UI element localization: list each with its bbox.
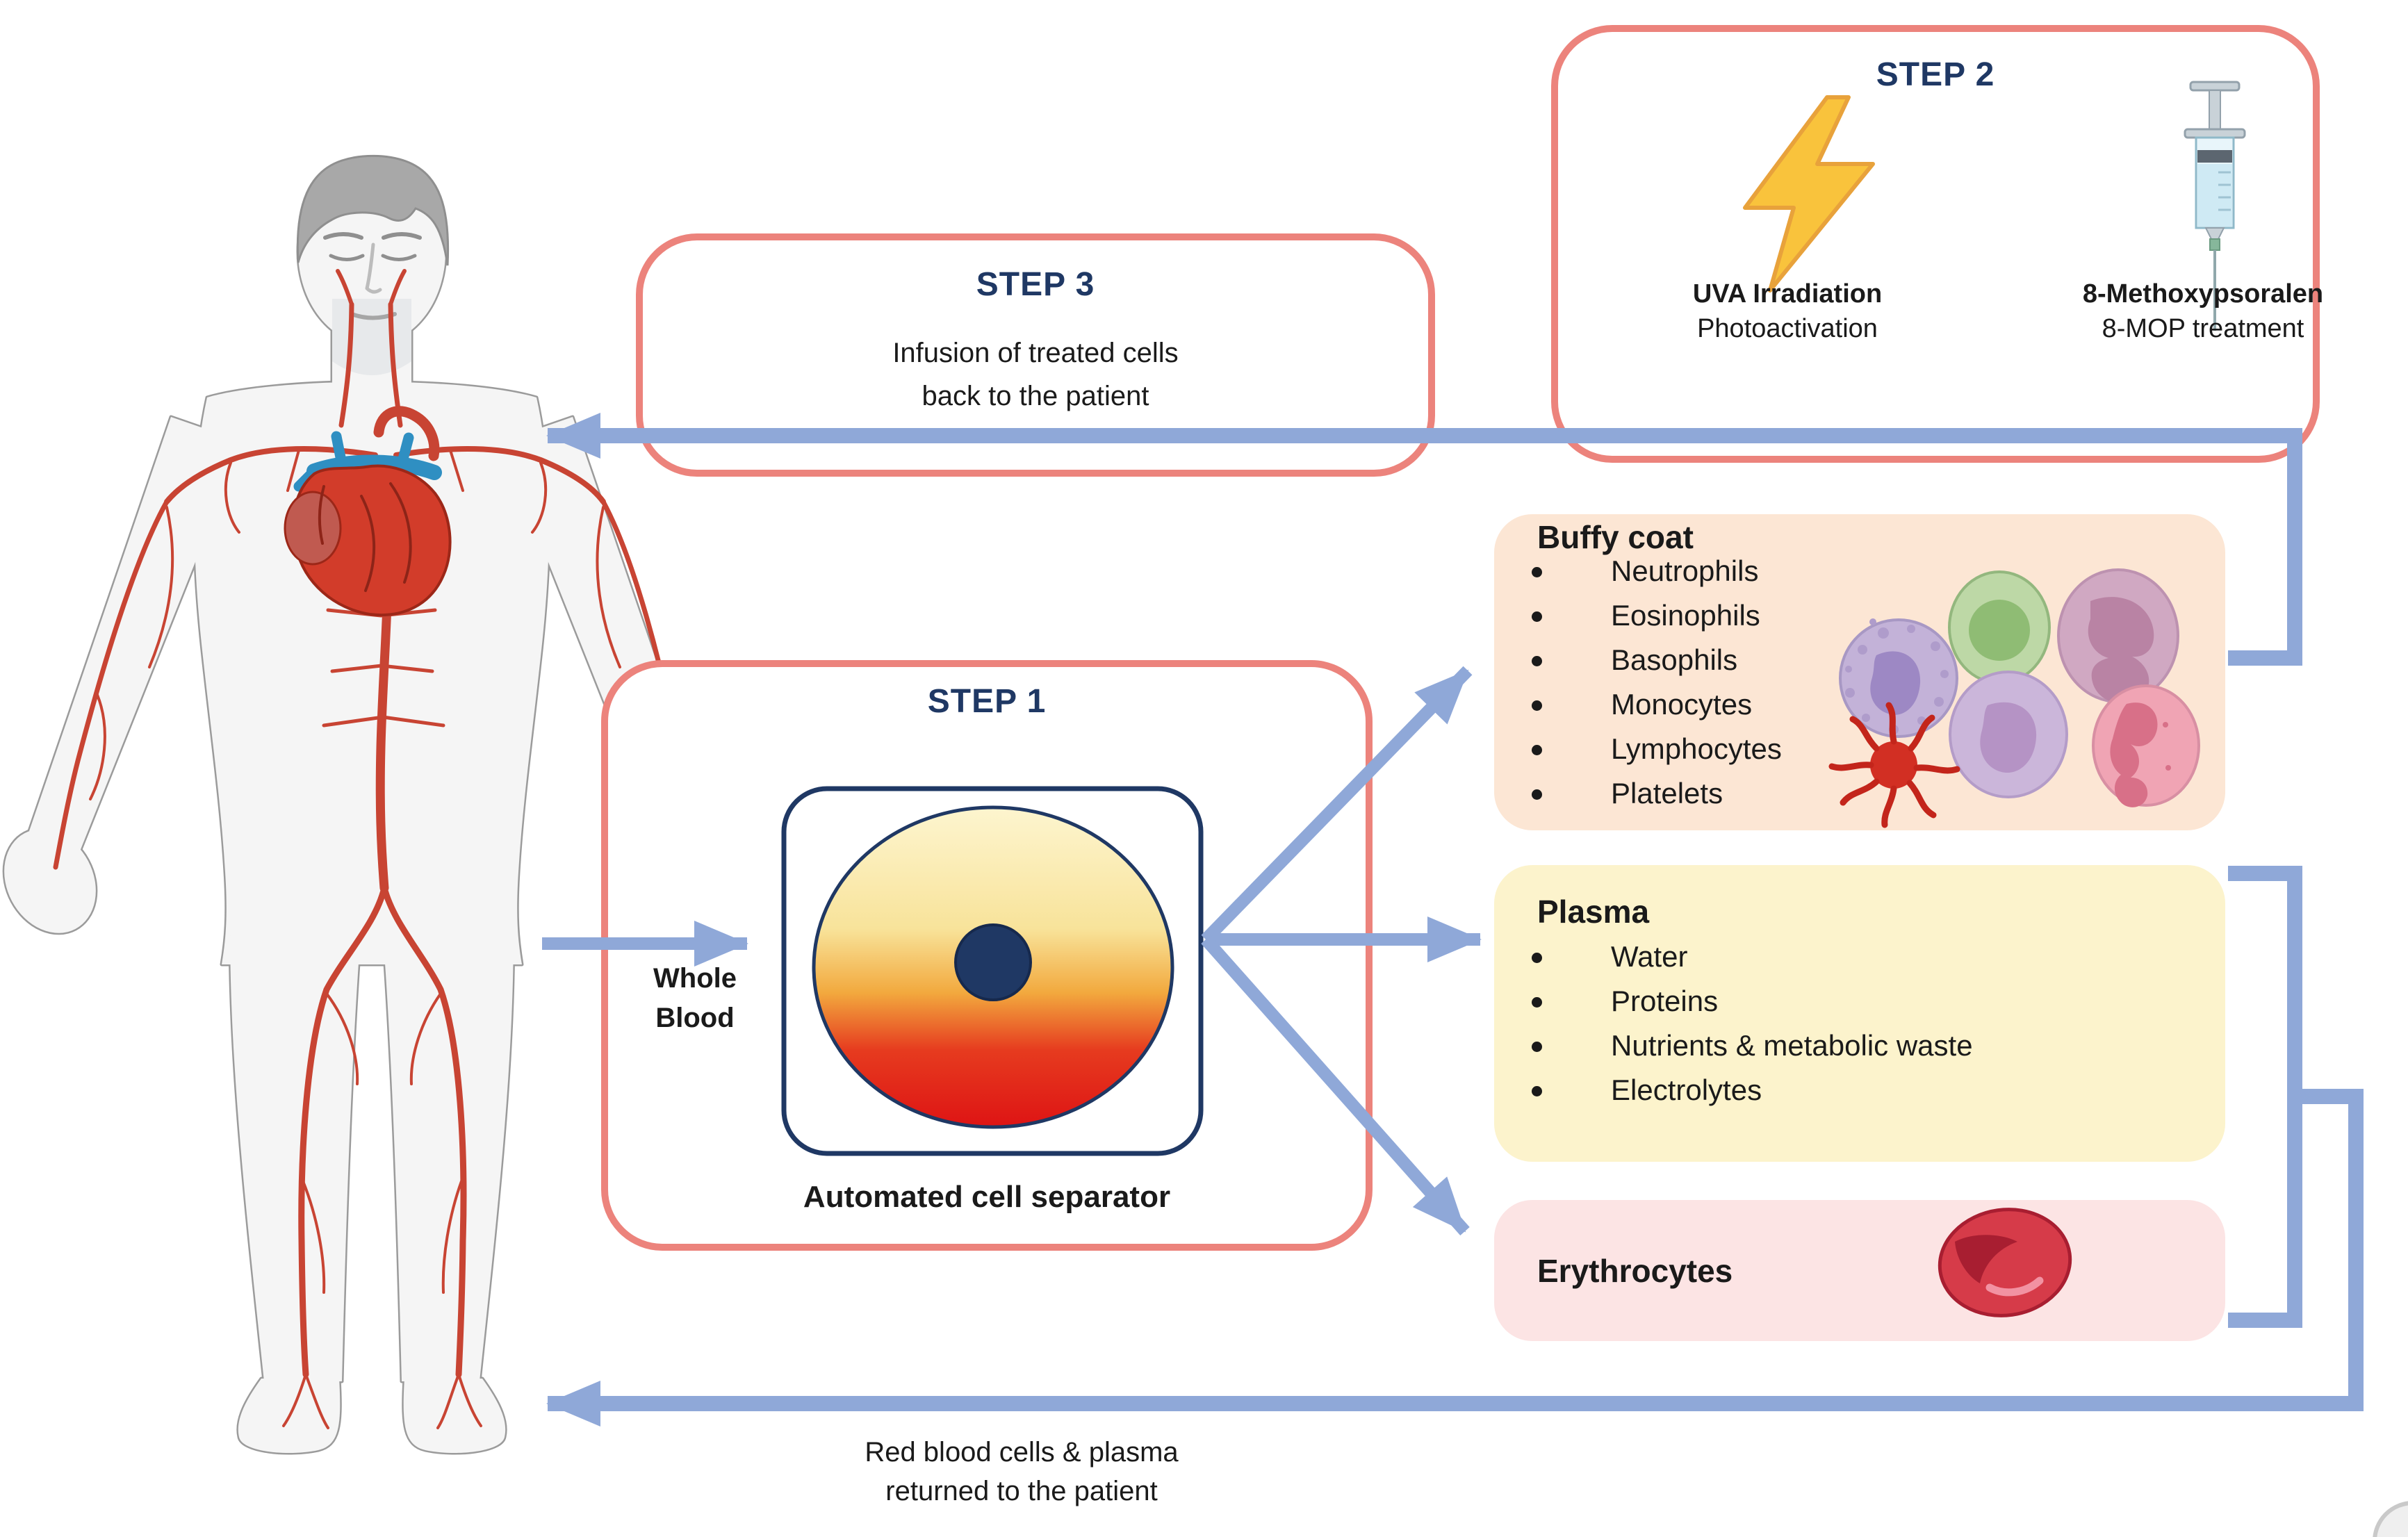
step1-title: STEP 1 — [927, 683, 1047, 720]
erythrocytes-box: Erythrocytes — [1494, 1200, 2225, 1341]
step3-description-line2: back to the patient — [922, 381, 1149, 411]
bullet-dot — [1532, 700, 1542, 711]
lymphocyte-cell — [1948, 570, 2051, 684]
list-item: Proteins — [1494, 979, 2154, 1024]
buffy-item: Lymphocytes — [1611, 732, 1782, 765]
mop-treatment-label: 8-MOP treatment — [2102, 314, 2304, 343]
step2-title: STEP 2 — [1876, 56, 1995, 93]
syringe-icon — [2184, 81, 2246, 331]
step2-box: STEP 2 UVA Irradiation Photoactivation — [1551, 25, 2323, 463]
methoxypsoralen-label: 8-Methoxypsoralen — [2082, 279, 2324, 309]
buffy-item: Eosinophils — [1611, 599, 1760, 632]
platelet-cell — [1828, 702, 1960, 828]
corner-artifact — [2373, 1501, 2408, 1537]
bullet-dot — [1532, 1086, 1542, 1096]
step1-box: STEP 1 Automated cell separator — [601, 660, 1373, 1251]
step3-description-line1: Infusion of treated cells — [892, 338, 1179, 368]
bullet-dot — [1532, 789, 1542, 800]
buffy-coat-box: Buffy coat Neutrophils Eosinophils Basop… — [1494, 514, 2225, 830]
buffy-item: Neutrophils — [1611, 554, 1759, 587]
cell-separator-icon — [781, 786, 1204, 1156]
eosinophil-cell — [2092, 684, 2200, 807]
list-item: Electrolytes — [1494, 1068, 2154, 1112]
step3-box: STEP 3 Infusion of treated cells back to… — [636, 233, 1435, 477]
connector-plasma-erythrocytes — [2228, 866, 2302, 1328]
bullet-dot — [1532, 567, 1542, 577]
hair — [296, 154, 450, 266]
red-blood-cell-icon — [1938, 1208, 2072, 1317]
white-blood-cells-icon — [1828, 568, 2200, 828]
step1-caption: Automated cell separator — [803, 1180, 1171, 1214]
bullet-dot — [1532, 745, 1542, 755]
neck-shadow — [332, 299, 411, 375]
plasma-item: Proteins — [1611, 985, 1719, 1017]
monocyte-cell-2 — [1949, 671, 2068, 798]
photoactivation-label: Photoactivation — [1697, 314, 1878, 343]
whole-blood-label: Whole Blood — [653, 963, 737, 1033]
list-item: Platelets — [1494, 771, 1911, 816]
plasma-box: Plasma Water Proteins Nutrients & metabo… — [1494, 865, 2225, 1162]
bullet-dot — [1532, 611, 1542, 622]
plasma-item: Water — [1611, 940, 1688, 973]
plasma-item: Electrolytes — [1611, 1074, 1762, 1106]
bullet-dot — [1532, 997, 1542, 1008]
heart-icon — [284, 406, 452, 616]
plasma-item: Nutrients & metabolic waste — [1611, 1029, 1973, 1062]
step3-title: STEP 3 — [976, 266, 1095, 303]
plasma-title: Plasma — [1537, 894, 1650, 930]
buffy-item: Basophils — [1611, 643, 1738, 676]
lightning-bolt-icon — [1743, 95, 1875, 293]
separator-core — [954, 923, 1032, 1001]
monocyte-cell — [2057, 568, 2179, 704]
return-text-line1: Red blood cells & plasma — [865, 1437, 1179, 1468]
list-item: Monocytes — [1494, 682, 1911, 727]
uva-irradiation-label: UVA Irradiation — [1692, 279, 1883, 309]
list-item: Lymphocytes — [1494, 727, 1911, 771]
face-details — [323, 232, 422, 320]
return-text-line2: returned to the patient — [885, 1476, 1158, 1506]
bullet-dot — [1532, 1042, 1542, 1052]
bullet-dot — [1532, 656, 1542, 666]
buffy-item: Monocytes — [1611, 688, 1753, 721]
list-item: Water — [1494, 935, 2154, 979]
erythrocytes-title: Erythrocytes — [1537, 1252, 1733, 1289]
bullet-dot — [1532, 953, 1542, 963]
buffy-item: Platelets — [1611, 777, 1723, 809]
list-item: Nutrients & metabolic waste — [1494, 1024, 2154, 1068]
plasma-list: Water Proteins Nutrients & metabolic was… — [1494, 935, 2154, 1112]
